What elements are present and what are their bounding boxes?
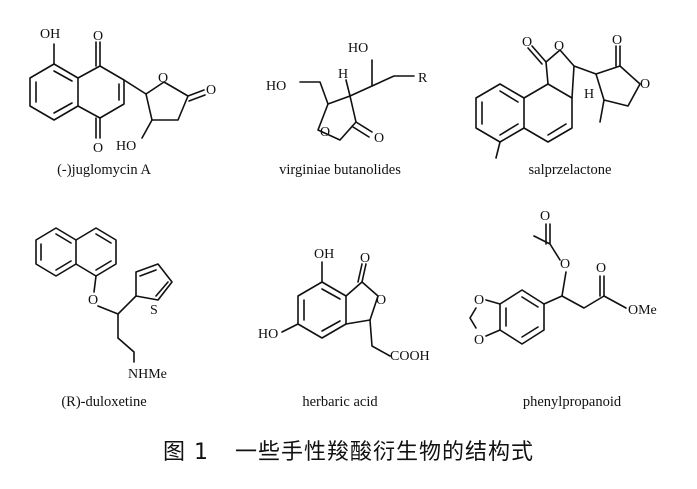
atom-label: O — [474, 293, 484, 308]
compound-name-duloxetine: (R)-duloxetine — [61, 394, 146, 410]
atom-label: OH — [40, 27, 60, 42]
atom-label: HO — [258, 327, 278, 342]
atom-label: COOH — [390, 349, 430, 364]
compound-name-salprzelactone: salprzelactone — [529, 162, 612, 178]
atom-label: O — [374, 131, 384, 146]
atom-label: O — [596, 261, 606, 276]
atom-label: O — [554, 39, 564, 54]
structure-herbaric-acid: OH O O HO COOH herbaric acid — [258, 247, 430, 410]
structure-duloxetine: O S NHMe (R)-duloxetine — [35, 227, 173, 410]
atom-label: OMe — [628, 303, 657, 318]
atom-label: O — [474, 333, 484, 348]
atom-label: O — [376, 293, 386, 308]
atom-label: H — [584, 87, 594, 102]
figure-caption: 图 1 一些手性羧酸衍生物的结构式 — [0, 434, 697, 466]
structure-phenylpropanoid: O O O O O OMe phenylpropanoid — [469, 209, 657, 410]
figure-label: 图 1 — [162, 440, 209, 465]
atom-label: O — [206, 83, 216, 98]
atom-label: O — [158, 71, 168, 86]
compound-name-phenylpropanoid: phenylpropanoid — [523, 394, 622, 410]
structure-salprzelactone: O O H O O salprzelactone — [475, 33, 650, 178]
atom-label: HO — [116, 139, 136, 154]
atom-label: O — [93, 29, 103, 44]
atom-label: H — [338, 67, 348, 82]
compound-name-juglomycin: (-)juglomycin A — [57, 162, 151, 178]
atom-label: O — [540, 209, 550, 224]
atom-label: O — [88, 293, 98, 308]
atom-label: O — [560, 257, 570, 272]
atom-label: O — [93, 141, 103, 156]
atom-label: OH — [314, 247, 334, 262]
structures-diagram: OH O O O O HO (-)juglomycin A HO H HO R … — [29, 27, 657, 410]
atom-label: O — [640, 77, 650, 92]
atom-label: S — [150, 303, 158, 318]
structure-virginiae-butanolides: HO H HO R O O virginiae butanolides — [266, 41, 428, 178]
atom-label: HO — [348, 41, 368, 56]
compound-name-herbaric: herbaric acid — [302, 394, 378, 410]
figure-title: 一些手性羧酸衍生物的结构式 — [234, 440, 534, 465]
atom-label: O — [612, 33, 622, 48]
atom-label: HO — [266, 79, 286, 94]
compound-name-virginiae: virginiae butanolides — [279, 162, 401, 178]
atom-label: O — [522, 35, 532, 50]
atom-label: O — [320, 125, 330, 140]
structure-juglomycin-a: OH O O O O HO (-)juglomycin A — [29, 27, 216, 178]
atom-label: NHMe — [128, 367, 167, 382]
atom-label: R — [418, 71, 428, 86]
atom-label: O — [360, 251, 370, 266]
